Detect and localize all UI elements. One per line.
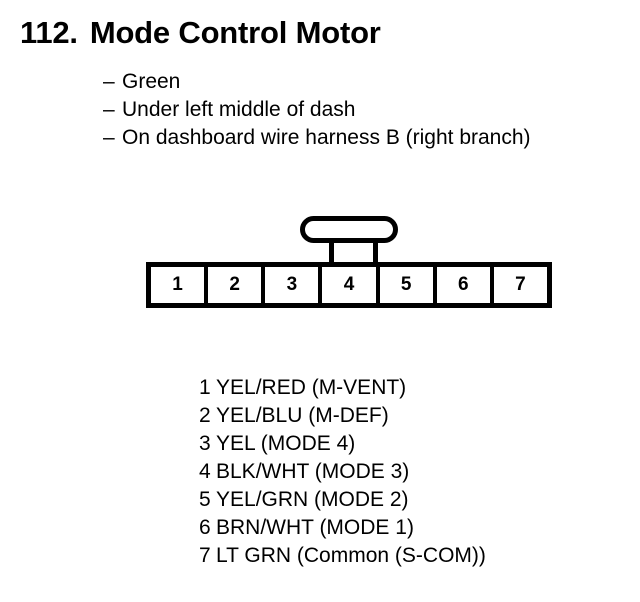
list-item-label: Under left middle of dash bbox=[122, 98, 356, 121]
list-item: – On dashboard wire harness B (right bra… bbox=[103, 124, 531, 152]
legend-pin-number: 3 bbox=[199, 432, 211, 455]
pin-number: 1 bbox=[172, 274, 183, 295]
list-item: 5 YEL/GRN (MODE 2) bbox=[199, 486, 486, 514]
legend-pin-number: 4 bbox=[199, 460, 211, 483]
legend-pin-number: 1 bbox=[199, 376, 211, 399]
legend-pin-label: BRN/WHT (MODE 1) bbox=[216, 516, 414, 539]
list-item-label: Green bbox=[122, 70, 181, 93]
dash-icon: – bbox=[103, 98, 115, 121]
dash-icon: – bbox=[103, 126, 115, 149]
connector-body: 1 2 3 4 5 6 7 bbox=[146, 262, 552, 308]
legend-pin-label: YEL/GRN (MODE 2) bbox=[216, 488, 409, 511]
legend-pin-label: LT GRN (Common (S-COM)) bbox=[216, 544, 486, 567]
legend-pin-label: YEL (MODE 4) bbox=[216, 432, 356, 455]
list-item: – Green bbox=[103, 68, 531, 96]
legend-pin-number: 6 bbox=[199, 516, 211, 539]
page-title: 112. Mode Control Motor bbox=[20, 16, 381, 50]
connector-pin-2: 2 bbox=[204, 267, 262, 303]
latch-neck-left bbox=[329, 243, 334, 264]
legend-pin-number: 5 bbox=[199, 488, 211, 511]
list-item: 3 YEL (MODE 4) bbox=[199, 430, 486, 458]
pin-number: 6 bbox=[457, 274, 469, 295]
connector-diagram: 1 2 3 4 5 6 7 bbox=[146, 216, 552, 308]
page-title-name: Mode Control Motor bbox=[89, 15, 381, 50]
pin-number: 4 bbox=[343, 274, 355, 295]
connector-pin-4: 4 bbox=[318, 267, 376, 303]
legend-pin-label: YEL/BLU (M-DEF) bbox=[216, 404, 389, 427]
connector-pin-5: 5 bbox=[375, 267, 433, 303]
pin-number: 5 bbox=[400, 274, 412, 295]
legend-pin-label: BLK/WHT (MODE 3) bbox=[216, 460, 410, 483]
list-item-label: On dashboard wire harness B (right branc… bbox=[122, 126, 531, 149]
pin-legend: 1 YEL/RED (M-VENT) 2 YEL/BLU (M-DEF) 3 Y… bbox=[199, 374, 486, 570]
pin-number: 3 bbox=[286, 274, 298, 295]
list-item: 2 YEL/BLU (M-DEF) bbox=[199, 402, 486, 430]
dash-icon: – bbox=[103, 70, 115, 93]
connector-latch-tab-icon bbox=[300, 216, 398, 243]
list-item: 6 BRN/WHT (MODE 1) bbox=[199, 514, 486, 542]
pin-number: 7 bbox=[515, 274, 526, 295]
connector-pin-3: 3 bbox=[261, 267, 319, 303]
legend-pin-label: YEL/RED (M-VENT) bbox=[216, 376, 407, 399]
list-item: 4 BLK/WHT (MODE 3) bbox=[199, 458, 486, 486]
page-title-number: 112. bbox=[20, 15, 78, 50]
latch-neck-right bbox=[373, 243, 378, 264]
list-item: 1 YEL/RED (M-VENT) bbox=[199, 374, 486, 402]
list-item: 7 LT GRN (Common (S-COM)) bbox=[199, 542, 486, 570]
pin-number: 2 bbox=[229, 274, 240, 295]
list-item: – Under left middle of dash bbox=[103, 96, 531, 124]
connector-pin-7: 7 bbox=[489, 267, 547, 303]
legend-pin-number: 2 bbox=[199, 404, 211, 427]
connector-pin-1: 1 bbox=[151, 267, 205, 303]
connector-pin-6: 6 bbox=[432, 267, 490, 303]
description-list: – Green – Under left middle of dash – On… bbox=[103, 68, 531, 152]
legend-pin-number: 7 bbox=[199, 544, 211, 567]
